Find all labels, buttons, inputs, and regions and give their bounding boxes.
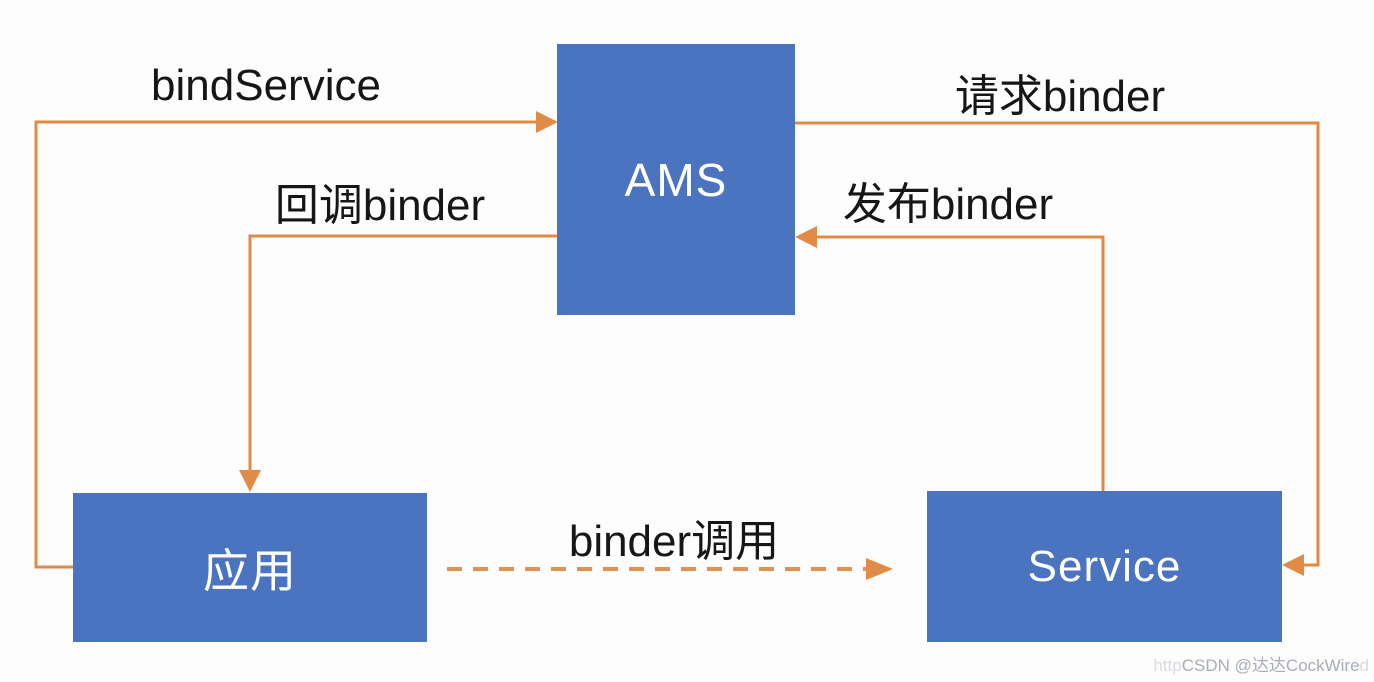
- node-ams-label: AMS: [624, 153, 728, 206]
- watermark-text: CSDN @达达CockWire: [1181, 656, 1360, 675]
- node-app: 应用: [73, 493, 427, 642]
- arrowhead-left-icon: [795, 226, 817, 248]
- edge-request-binder: [795, 121, 1320, 576]
- edge-label-binder-call: binder调用: [568, 517, 780, 566]
- edge-callback-binder: [239, 234, 557, 492]
- watermark: httpCSDN @达达CockWired: [1153, 651, 1369, 676]
- edge-label-publish-binder: 发布binder: [842, 180, 1054, 229]
- edge-label-bindservice: bindService: [151, 61, 381, 110]
- edge-label-callback-binder: 回调binder: [274, 181, 486, 230]
- edge-label-request-binder: 请求binder: [954, 72, 1166, 121]
- node-ams: AMS: [557, 44, 795, 315]
- edge-bindservice-line: [34, 120, 536, 569]
- arrowhead-right-icon: [536, 111, 558, 133]
- node-service: Service: [927, 491, 1282, 642]
- watermark-prefix: http: [1153, 656, 1182, 675]
- arrowhead-left-icon: [1282, 554, 1304, 576]
- arrowhead-down-icon: [239, 470, 261, 492]
- edge-request-binder-line: [795, 121, 1320, 567]
- node-service-label: Service: [1027, 541, 1182, 591]
- watermark-suffix: d: [1359, 656, 1369, 675]
- edge-binder-call: [447, 558, 893, 580]
- edge-publish-binder-line: [817, 235, 1105, 491]
- edge-callback-binder-line: [248, 234, 557, 470]
- edge-publish-binder: [795, 226, 1105, 491]
- node-app-label: 应用: [203, 544, 297, 597]
- arrowhead-right-icon: [866, 558, 893, 580]
- edge-bindservice: [34, 111, 558, 569]
